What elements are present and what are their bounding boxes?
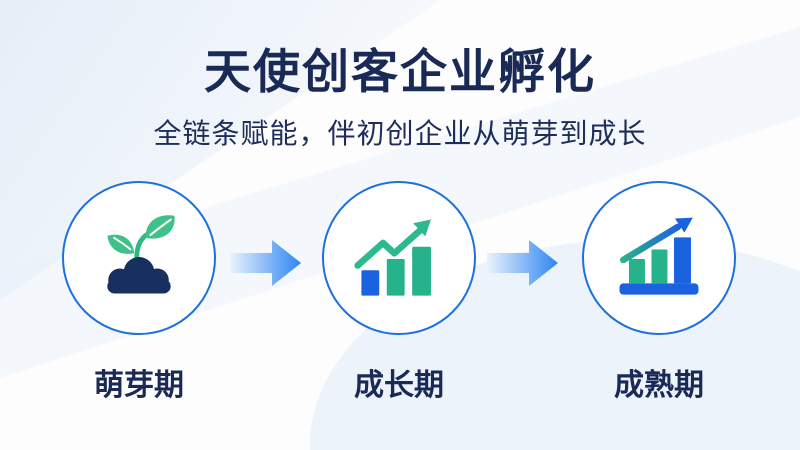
growth-chart-icon [354, 219, 431, 296]
stage-circle-maturity [582, 181, 736, 335]
stage-circle-growth [322, 181, 476, 335]
right-arrow-icon [230, 240, 301, 286]
page-title: 天使创客企业孵化 [204, 45, 596, 100]
page-subtitle: 全链条赋能，伴初创企业从萌芽到成长 [153, 117, 647, 150]
stage-label-seed: 萌芽期 [94, 368, 184, 403]
stage-label-growth: 成长期 [354, 368, 444, 403]
right-arrow-icon [487, 240, 558, 286]
stage-label-maturity: 成熟期 [614, 368, 704, 403]
stage-circle-seed [62, 181, 216, 335]
mature-chart-icon [619, 217, 699, 295]
sprout-icon [107, 215, 175, 294]
